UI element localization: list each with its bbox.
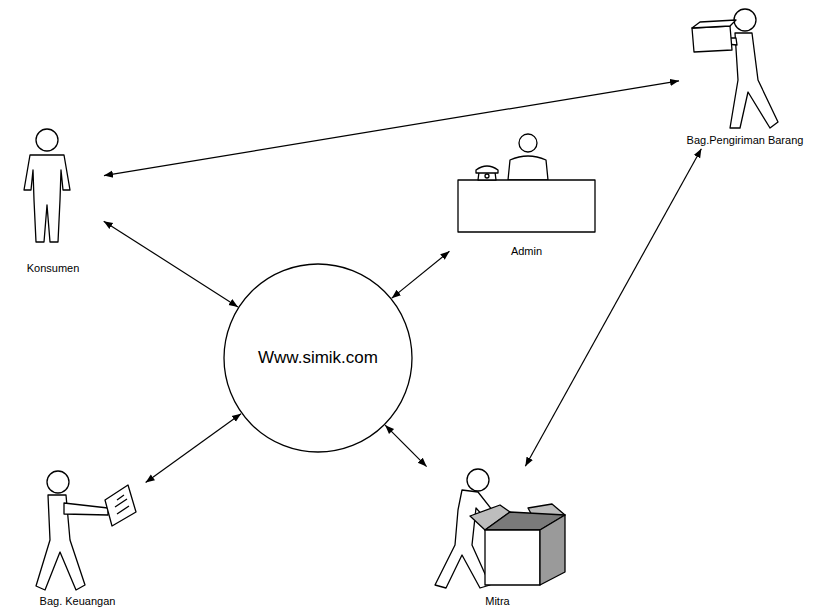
person-head bbox=[519, 134, 537, 152]
person-body bbox=[730, 33, 778, 128]
circle-body: Www.simik.com bbox=[223, 263, 413, 453]
actor-name: Admin bbox=[451, 245, 602, 258]
actor-name: Konsumen bbox=[4, 262, 102, 275]
actor-name: Mitra bbox=[416, 595, 579, 608]
actor-name: Bag. Keuangan bbox=[11, 595, 144, 608]
person-body bbox=[508, 156, 548, 180]
actor-node: Bag.Pengiriman Barang bbox=[681, 5, 809, 147]
carried-box-top bbox=[692, 20, 736, 28]
person-head bbox=[47, 471, 69, 493]
box-front bbox=[485, 530, 540, 585]
box-side bbox=[540, 515, 565, 585]
person-head bbox=[467, 469, 489, 491]
document-paper bbox=[105, 485, 136, 526]
system-name: Www.simik.com bbox=[258, 348, 378, 368]
person-body bbox=[24, 155, 70, 242]
actor-node: Bag. Keuangan bbox=[11, 468, 144, 608]
connector-arrow bbox=[104, 81, 679, 176]
connector-arrow bbox=[385, 425, 426, 466]
actor-name: Bag.Pengiriman Barang bbox=[681, 134, 809, 147]
circle-shape bbox=[224, 264, 412, 452]
actor-node: Konsumen bbox=[4, 125, 102, 275]
actor-node: Admin bbox=[451, 128, 602, 258]
carried-box bbox=[692, 26, 732, 52]
person-head bbox=[734, 9, 756, 31]
actor-node: Mitra bbox=[416, 468, 579, 608]
connector-arrow bbox=[146, 414, 241, 483]
connector-arrow bbox=[392, 251, 450, 298]
connector-arrow bbox=[525, 149, 701, 467]
document-lines bbox=[115, 495, 129, 514]
person-arm bbox=[64, 503, 108, 515]
desk bbox=[458, 180, 595, 232]
telephone-dial bbox=[485, 174, 489, 178]
person-head bbox=[36, 129, 58, 151]
telephone-handset bbox=[476, 166, 498, 173]
system-circle: Www.simik.com bbox=[223, 263, 413, 453]
connector-arrow bbox=[104, 221, 238, 307]
